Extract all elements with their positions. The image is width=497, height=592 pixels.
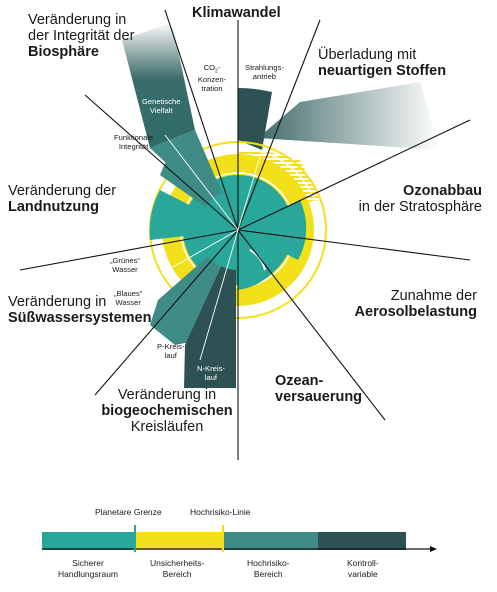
- label-biosphere: Veränderung in der Integrität der Biosph…: [28, 12, 135, 61]
- legend-control-segment: [318, 532, 406, 550]
- legend-safe: Sicherer Handlungsraum: [58, 558, 119, 579]
- label-ozone: Ozonabbau in der Stratosphäre: [358, 183, 482, 216]
- label-freshwater: Veränderung in Süßwassersystemen: [8, 294, 152, 327]
- legend-high-risk-segment: [223, 532, 318, 550]
- label-functional-integrity: Funktionale Integrität: [114, 133, 154, 152]
- legend-uncertain: Unsicherheits- Bereich: [150, 558, 205, 579]
- legend-safe-segment: [42, 532, 135, 550]
- label-co2: CO2-Konzen- tration: [197, 63, 227, 93]
- genetic-diversity-bar: [122, 22, 195, 148]
- legend-uncertainty-segment: [135, 532, 223, 550]
- label-land-use: Veränderung der Landnutzung: [8, 183, 117, 216]
- label-novel-entities: Überladung mit neuartigen Stoffen: [318, 47, 447, 80]
- label-blue-water: „Blaues“ Wasser: [114, 289, 143, 308]
- label-ocean: Ozean- versauerung: [275, 373, 363, 406]
- label-aerosol: Zunahme der Aerosolbelastung: [354, 288, 477, 321]
- label-p-cycle: P-Kreis- lauf: [157, 342, 185, 361]
- legend-arrow-icon: [430, 546, 437, 552]
- novel-entities-bar: [258, 82, 440, 150]
- label-n-cycle: N-Kreis- lauf: [197, 364, 225, 383]
- label-radiative-forcing: Strahlungs- antrieb: [245, 63, 284, 82]
- legend-high-risk: Hochrisiko- Bereich: [247, 558, 290, 579]
- legend-bar: [42, 525, 437, 552]
- label-green-water: „Grünes“ Wasser: [110, 256, 140, 275]
- legend-planetary-boundary: Planetare Grenze: [95, 507, 162, 517]
- legend-high-risk-line: Hochrisiko-Linie: [190, 507, 251, 517]
- label-genetic-diversity: Genetische Vielfalt: [142, 97, 181, 116]
- label-climate: Klimawandel: [192, 5, 281, 21]
- nitrogen-bar: [184, 230, 238, 388]
- legend-control: Kontroll- variable: [347, 558, 379, 579]
- boundary-divider-lines: [19, 9, 471, 460]
- radiative-forcing-bar: [238, 87, 272, 150]
- label-biogeochemical: Veränderung in biogeochemischen Kreisläu…: [101, 387, 233, 436]
